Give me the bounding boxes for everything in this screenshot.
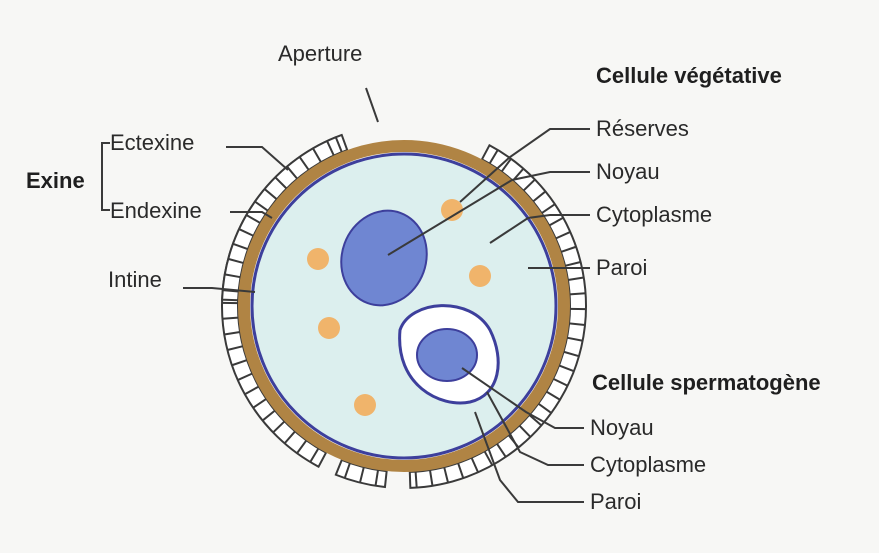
sperm-noyau-label: Noyau (590, 415, 654, 440)
exine-column (570, 293, 586, 294)
sperm-paroi-label: Paroi (590, 489, 641, 514)
veg-paroi-label: Paroi (596, 255, 647, 280)
vegetative-cell-header: Cellule végétative (596, 63, 782, 88)
reserve-granule (318, 317, 340, 339)
reserve-granule (441, 199, 463, 221)
vegetative-cytoplasm (252, 154, 556, 458)
exine-label: Exine (26, 168, 85, 193)
exine-bracket (102, 143, 110, 210)
reserves-label: Réserves (596, 116, 689, 141)
veg-cytoplasme-label: Cytoplasme (596, 202, 712, 227)
ectexine-leader (226, 147, 288, 170)
ectexine-label: Ectexine (110, 130, 194, 155)
exine-column (416, 472, 417, 488)
veg-noyau-label: Noyau (596, 159, 660, 184)
spermatogenic-cell-header: Cellule spermatogène (592, 370, 821, 395)
aperture-leader (366, 88, 378, 122)
endexine-label: Endexine (110, 198, 202, 223)
reserve-granule (354, 394, 376, 416)
reserve-granule (469, 265, 491, 287)
reserve-granule (307, 248, 329, 270)
intine-label: Intine (108, 267, 162, 292)
aperture-label: Aperture (278, 41, 362, 66)
sperm-cytoplasme-label: Cytoplasme (590, 452, 706, 477)
exine-column (222, 318, 238, 319)
